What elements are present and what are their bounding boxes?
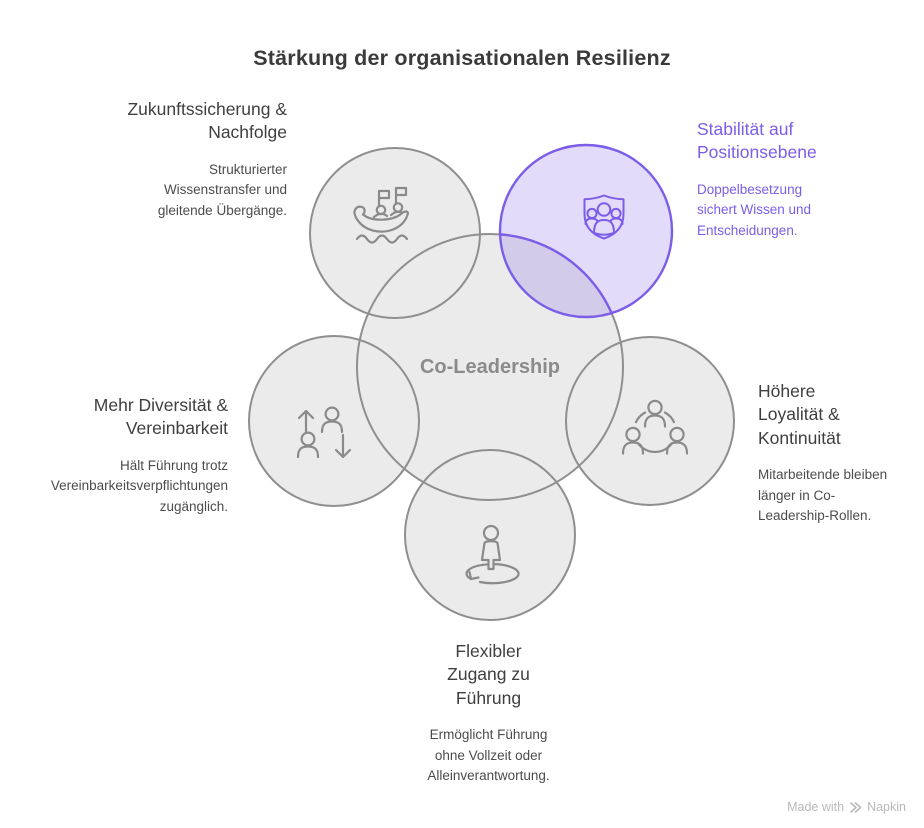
node-heading: Flexibler Zugang zu Führung [447,641,530,708]
circle-stabilitaet [498,143,674,319]
node-description: Hält Führung trotz Vereinbarkeitsverpfli… [50,457,228,514]
node-heading: Höhere Loyalität & Kontinuität [758,381,841,448]
boat-team-icon [353,186,410,244]
page-title: Stärkung der organisationalen Resilienz [253,46,671,70]
node-loyalitaet: Höhere Loyalität & Kontinuität Mitarbeit… [758,380,908,527]
watermark-brand: Napkin [867,800,906,814]
node-diversitaet: Mehr Diversität & Vereinbarkeit Hält Füh… [14,394,228,517]
center-label: Co-Leadership [419,356,561,378]
people-network-icon [621,399,689,455]
node-heading: Mehr Diversität & Vereinbarkeit [93,395,228,439]
shield-team-icon [583,194,625,240]
watermark-prefix: Made with [787,800,845,814]
napkin-watermark: Made with Napkin [787,800,906,814]
node-description: Ermöglicht Führung ohne Vollzeit oder Al… [427,727,550,784]
circle-co-leadership [357,234,623,500]
people-arrows-icon [296,406,352,459]
node-description: Strukturierter Wissenstransfer und gleit… [157,161,287,218]
node-stabilitaet: Stabilität auf Positionsebene Doppelbese… [697,118,872,241]
node-heading: Zukunftssicherung & Nachfolge [127,99,287,143]
person-rotation-icon [465,524,520,585]
node-description: Doppelbesetzung sichert Wissen und Entsc… [697,181,812,238]
node-heading: Stabilität auf Positionsebene [697,119,817,163]
node-zukunftssicherung: Zukunftssicherung & Nachfolge Strukturie… [27,98,287,221]
node-description: Mitarbeitende bleiben länger in Co-Leade… [758,467,888,524]
circle-loyalitaet [566,337,734,505]
napkin-logo-icon [850,801,862,813]
circle-strokes [248,147,735,621]
node-flexibilitaet: Flexibler Zugang zu Führung Ermöglicht F… [386,640,591,787]
